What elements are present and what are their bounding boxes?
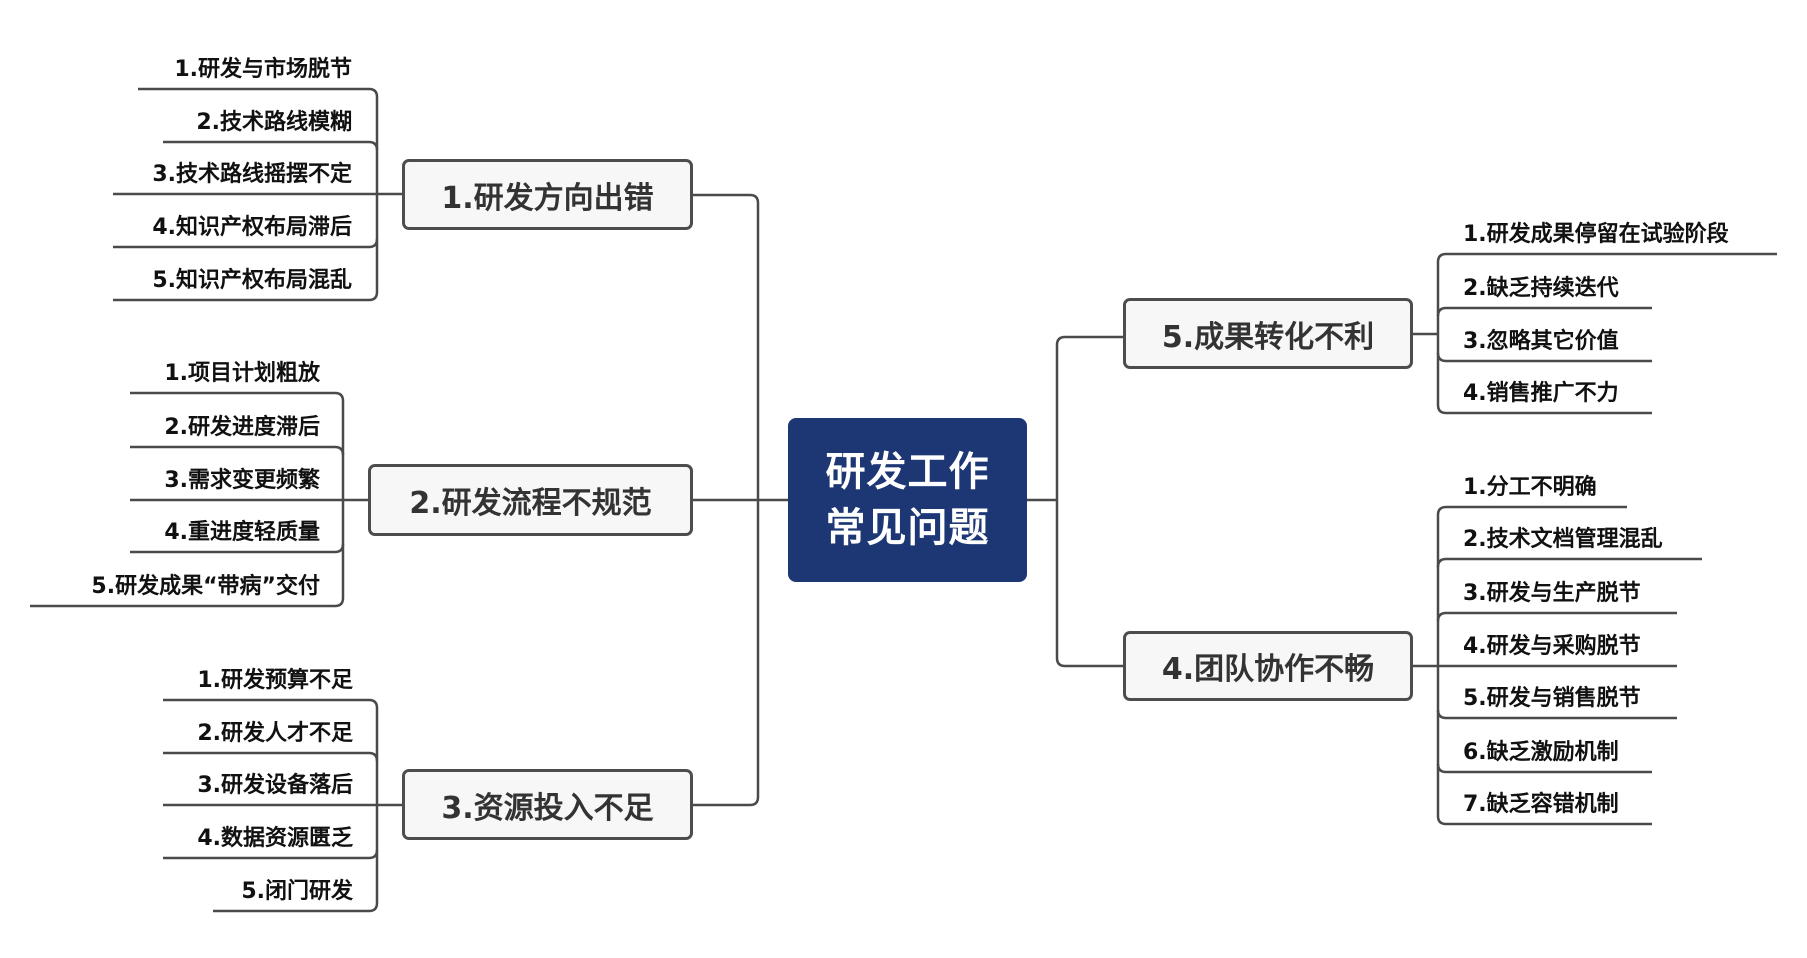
leaf-item[interactable]: 3.研发与生产脱节 — [1463, 581, 1641, 606]
leaf-item[interactable]: 1.项目计划粗放 — [164, 361, 320, 386]
leaf-item[interactable]: 2.研发人才不足 — [197, 721, 353, 746]
branch-label: 1.研发方向出错 — [441, 180, 654, 216]
leaf-item[interactable]: 1.研发与市场脱节 — [174, 57, 352, 82]
branch-node-teamwork[interactable]: 4.团队协作不畅 — [1123, 631, 1413, 701]
leaf-item[interactable]: 2.研发进度滞后 — [164, 415, 320, 440]
leaf-item[interactable]: 4.销售推广不力 — [1463, 381, 1619, 406]
branch-label: 2.研发流程不规范 — [409, 486, 652, 521]
leaf-item[interactable]: 1.研发预算不足 — [197, 668, 353, 693]
leaf-item[interactable]: 5.研发与销售脱节 — [1463, 686, 1641, 711]
branch-node-transfer[interactable]: 5.成果转化不利 — [1123, 298, 1413, 369]
leaf-item[interactable]: 2.技术路线模糊 — [196, 110, 352, 135]
leaf-item[interactable]: 3.忽略其它价值 — [1463, 329, 1619, 354]
leaf-item[interactable]: 7.缺乏容错机制 — [1463, 792, 1619, 817]
leaf-item[interactable]: 5.研发成果“带病”交付 — [91, 574, 320, 599]
branch-label: 5.成果转化不利 — [1161, 319, 1375, 355]
branch-label: 3.资源投入不足 — [441, 790, 654, 826]
leaf-item[interactable]: 3.需求变更频繁 — [164, 468, 320, 493]
leaf-item[interactable]: 2.缺乏持续迭代 — [1463, 276, 1619, 301]
root-title-line2: 常见问题 — [825, 505, 990, 551]
leaf-item[interactable]: 2.技术文档管理混乱 — [1463, 527, 1663, 552]
leaf-item[interactable]: 1.分工不明确 — [1463, 475, 1597, 500]
leaf-item[interactable]: 1.研发成果停留在试验阶段 — [1463, 222, 1729, 247]
leaf-item[interactable]: 5.知识产权布局混乱 — [152, 268, 352, 293]
root-title-line1: 研发工作 — [825, 449, 990, 495]
leaf-item[interactable]: 4.研发与采购脱节 — [1463, 634, 1641, 659]
root-node[interactable]: 研发工作 常见问题 — [788, 418, 1027, 582]
leaf-item[interactable]: 3.研发设备落后 — [197, 773, 353, 798]
leaf-item[interactable]: 3.技术路线摇摆不定 — [152, 162, 352, 187]
branch-node-process[interactable]: 2.研发流程不规范 — [368, 464, 693, 536]
leaf-item[interactable]: 4.重进度轻质量 — [164, 520, 320, 545]
leaf-item[interactable]: 6.缺乏激励机制 — [1463, 740, 1619, 765]
leaf-item[interactable]: 4.数据资源匮乏 — [197, 826, 353, 851]
branch-label: 4.团队协作不畅 — [1161, 652, 1375, 687]
leaf-item[interactable]: 5.闭门研发 — [241, 879, 353, 904]
branch-node-resources[interactable]: 3.资源投入不足 — [402, 769, 693, 840]
leaf-item[interactable]: 4.知识产权布局滞后 — [152, 215, 352, 240]
branch-node-direction[interactable]: 1.研发方向出错 — [402, 159, 693, 230]
